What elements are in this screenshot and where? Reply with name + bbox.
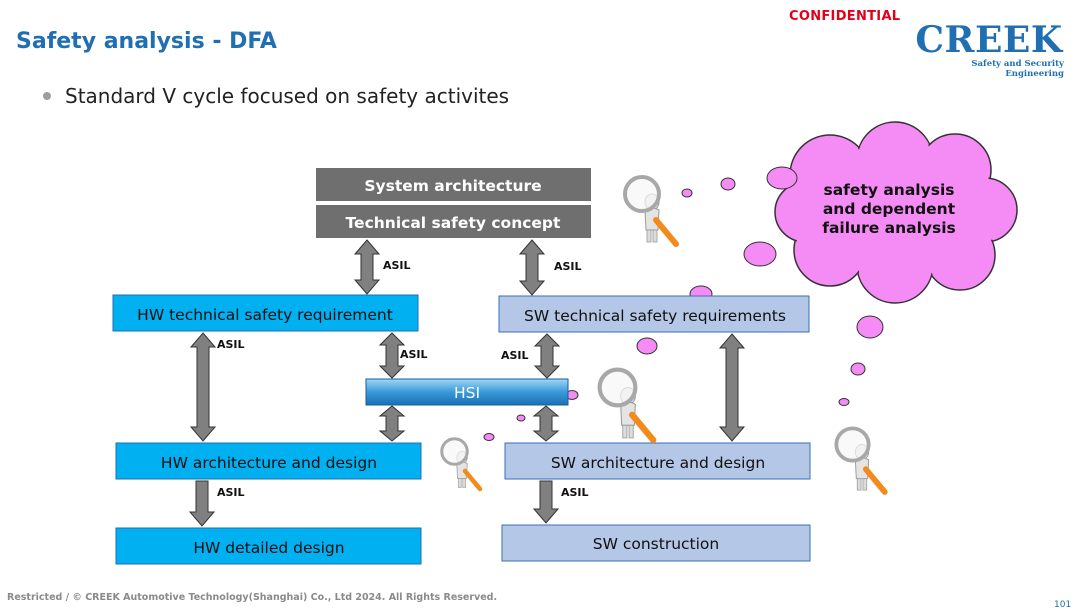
arrow-hsi-hw-arch [378, 405, 406, 442]
hw-detailed-design-box [115, 527, 422, 565]
system-architecture-box [316, 168, 591, 201]
arrow-hsi-sw-arch [532, 405, 560, 442]
hw-technical-safety-requirement-box [112, 294, 419, 332]
sw-architecture-design-box [504, 442, 811, 480]
bullet-item: Standard V cycle focused on safety activ… [43, 84, 509, 108]
arrow-hw-tsr-hsi [378, 332, 406, 379]
arrow-sw-tsr-sw-arch [718, 333, 746, 442]
footer-copyright: Restricted / © CREEK Automotive Technolo… [7, 592, 498, 603]
bullet-text: Standard V cycle focused on safety activ… [65, 84, 510, 108]
technical-safety-concept-label: Technical safety concept [346, 214, 561, 232]
hw-technical-safety-requirement-label: HW technical safety requirement [137, 306, 393, 324]
sw-technical-safety-requirements-label: SW technical safety requirements [524, 307, 786, 325]
asil-label-concept-hw: ASIL [383, 259, 411, 272]
hsi-box [365, 378, 569, 406]
asil-label-hw-tsr-hsi: ASIL [400, 348, 428, 361]
asil-label-hw-tsr-arch: ASIL [217, 338, 245, 351]
confidential-label: CONFIDENTIAL [789, 9, 901, 24]
page-title: Safety analysis - DFA [16, 29, 277, 54]
creek-logo: CREEK Safety and Security Engineering [910, 19, 1070, 79]
arrow-sw-tsr-hsi [533, 333, 561, 379]
technical-safety-concept-box [316, 205, 591, 238]
asil-label-concept-sw: ASIL [554, 260, 582, 273]
magnifier-figure-icon [625, 177, 676, 244]
cloud-text-line-3: failure analysis [822, 219, 956, 237]
sw-construction-box [501, 524, 811, 562]
arrow-concept-hw-tsr [353, 239, 381, 295]
arrow-sw-arch-sw-construction [532, 480, 560, 524]
system-architecture-label: System architecture [364, 177, 541, 195]
hw-architecture-design-label: HW architecture and design [161, 454, 377, 472]
arrow-hw-arch-hw-detailed [188, 480, 216, 527]
bullet-dot-icon [43, 92, 51, 100]
cloud-text-line-1: safety analysis [824, 181, 955, 199]
cloud-text-line-2: and dependent [823, 200, 956, 218]
magnifier-figure-icon [836, 428, 884, 492]
logo-wordmark: CREEK [915, 19, 1063, 61]
hw-architecture-design-box [115, 442, 422, 480]
magnifier-figure-icon [600, 370, 654, 440]
arrow-hw-tsr-hw-arch [189, 332, 217, 442]
logo-tagline: Safety and Security Engineering [971, 59, 1064, 79]
sw-construction-label: SW construction [593, 535, 719, 553]
asil-label-sw-arch-construction: ASIL [561, 486, 589, 499]
hw-detailed-design-label: HW detailed design [193, 539, 344, 557]
asil-label-sw-tsr-hsi: ASIL [501, 349, 529, 362]
asil-label-hw-arch-detailed: ASIL [217, 486, 245, 499]
magnifier-figure-icon [442, 439, 480, 489]
sw-architecture-design-label: SW architecture and design [551, 454, 765, 472]
page-number: 101 [1054, 600, 1072, 610]
hsi-label: HSI [454, 384, 480, 402]
arrow-concept-sw-tsr [518, 239, 546, 296]
sw-technical-safety-requirements-box [498, 295, 810, 333]
thought-cloud: safety analysis and dependent failure an… [774, 121, 1018, 304]
